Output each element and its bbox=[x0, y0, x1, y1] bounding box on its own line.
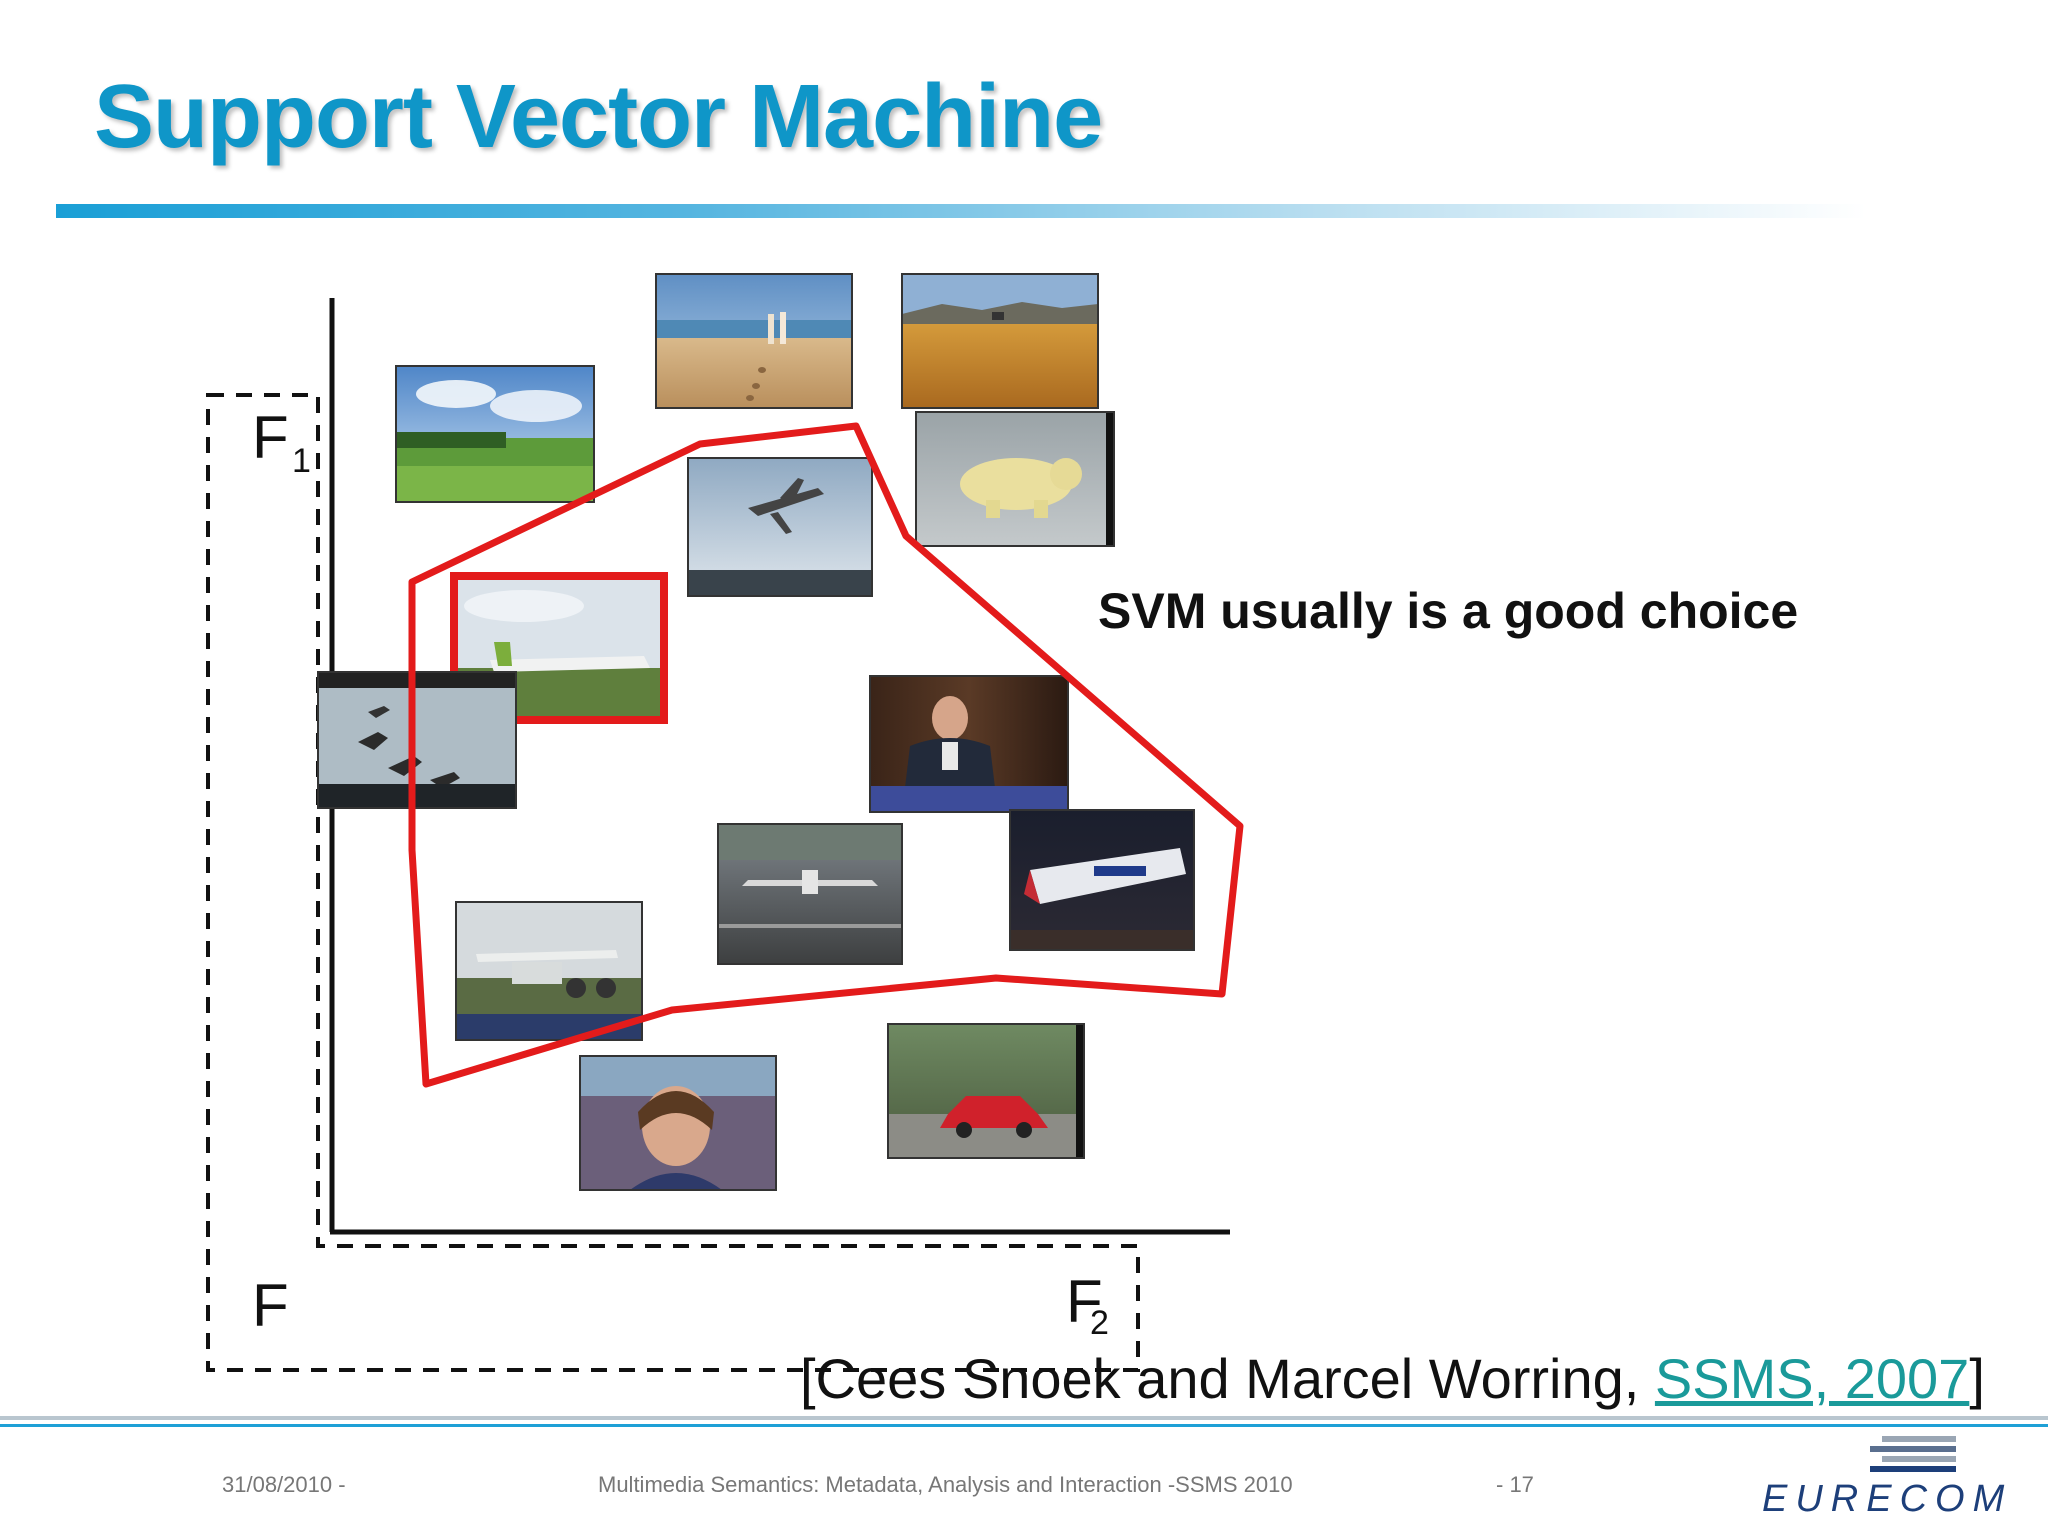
f1-subscript: 1 bbox=[292, 442, 311, 480]
svm-decision-boundary bbox=[408, 422, 1244, 1088]
footer-course: Multimedia Semantics: Metadata, Analysis… bbox=[598, 1472, 1293, 1497]
f2-subscript: 2 bbox=[1090, 1304, 1109, 1342]
feature-space-label: F bbox=[252, 1272, 289, 1339]
thumbnail-news-anchor bbox=[869, 675, 1069, 813]
f1-label: F bbox=[252, 404, 289, 471]
citation-prefix: [Cees Snoek and Marcel Worring, bbox=[800, 1347, 1655, 1410]
thumbnail-geese bbox=[317, 671, 517, 809]
thumbnail-propeller-plane bbox=[455, 901, 643, 1041]
eurecom-logo-mark bbox=[1870, 1436, 1956, 1472]
footer-rule-blue bbox=[0, 1424, 2048, 1427]
footer-page-number: - 17 bbox=[1496, 1472, 1534, 1497]
slide-title: Support Vector Machine bbox=[94, 67, 1103, 167]
citation-suffix: ] bbox=[1969, 1347, 1985, 1410]
thumbnail-woman bbox=[579, 1055, 777, 1191]
thumbnail-red-car bbox=[887, 1023, 1085, 1159]
f2-label: F bbox=[1066, 1268, 1103, 1335]
thumbnail-jumbo-jet bbox=[1009, 809, 1195, 951]
footer-rule-grey bbox=[0, 1416, 2048, 1420]
thumbnail-beach bbox=[655, 273, 853, 409]
footer-date: 31/08/2010 - bbox=[222, 1472, 346, 1497]
title-underline bbox=[56, 204, 1866, 218]
eurecom-logo: EURECOM bbox=[1762, 1430, 2012, 1530]
feature-space-bracket bbox=[206, 393, 1140, 1372]
svm-caption: SVM usually is a good choice bbox=[1098, 583, 1799, 639]
citation: [Cees Snoek and Marcel Worring, SSMS, 20… bbox=[800, 1346, 1985, 1411]
eurecom-logo-text: EURECOM bbox=[1762, 1478, 2013, 1520]
thumbnail-polar-bear bbox=[915, 411, 1115, 547]
citation-link[interactable]: SSMS, 2007 bbox=[1654, 1347, 1970, 1410]
thumbnail-jet-landing bbox=[717, 823, 903, 965]
thumbnail-savanna bbox=[901, 273, 1099, 409]
thumbnail-grassland bbox=[395, 365, 595, 503]
thumbnail-airplane-sky bbox=[687, 457, 873, 597]
